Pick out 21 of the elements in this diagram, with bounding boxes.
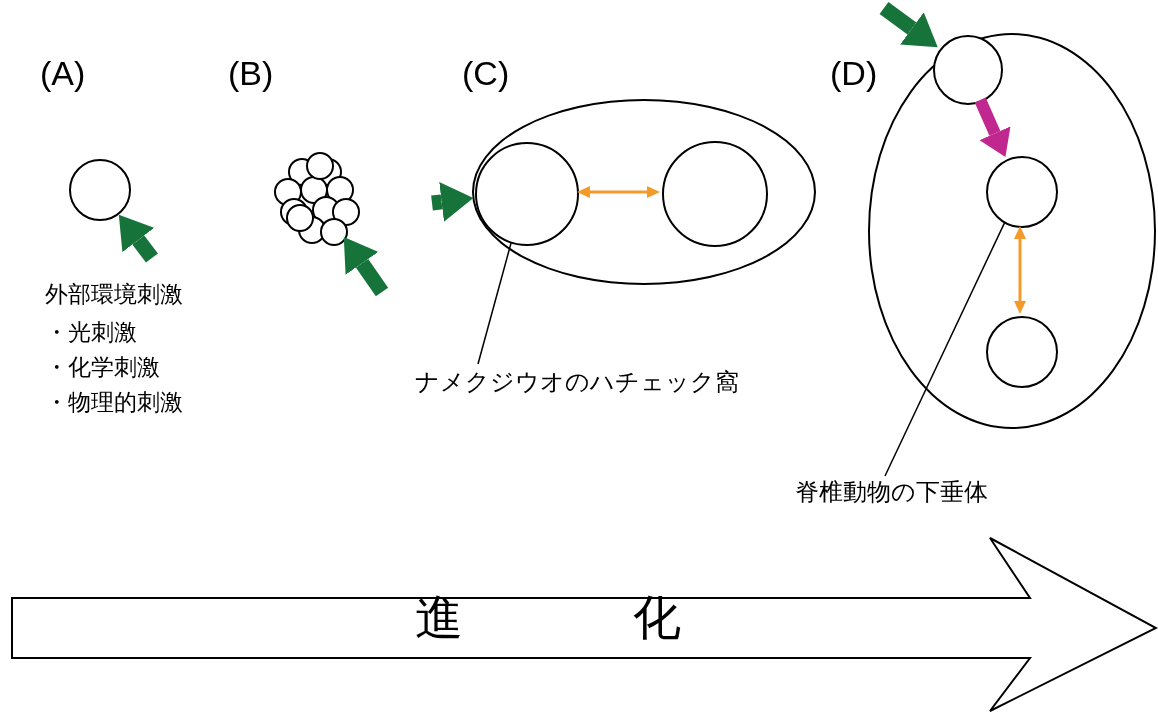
arrow [343, 236, 389, 297]
arrow [1014, 226, 1026, 314]
arrow [118, 214, 158, 263]
structure-label: ナメクジウオのハチェック窩 [415, 368, 739, 395]
arrow [974, 97, 1011, 158]
arrow [431, 182, 474, 222]
structure-label: 脊椎動物の下垂体 [795, 478, 988, 505]
stimulus-item: ・物理的刺激 [45, 388, 183, 417]
stimulus-item: ・化学刺激 [45, 353, 160, 382]
panel-label: (B) [228, 53, 274, 94]
panel-label: (A) [40, 53, 86, 94]
arrow [577, 186, 660, 198]
stimulus-heading: 外部環境刺激 [45, 280, 183, 309]
leader-line [884, 221, 1006, 477]
evolution-arrow [10, 536, 1158, 713]
panel-label: (C) [462, 53, 510, 94]
panel-label: (D) [830, 53, 878, 94]
arrow [879, 1, 938, 48]
stimulus-item: ・光刺激 [45, 318, 137, 347]
leader-line [477, 241, 513, 365]
arrow-label: 進化 [415, 594, 851, 642]
